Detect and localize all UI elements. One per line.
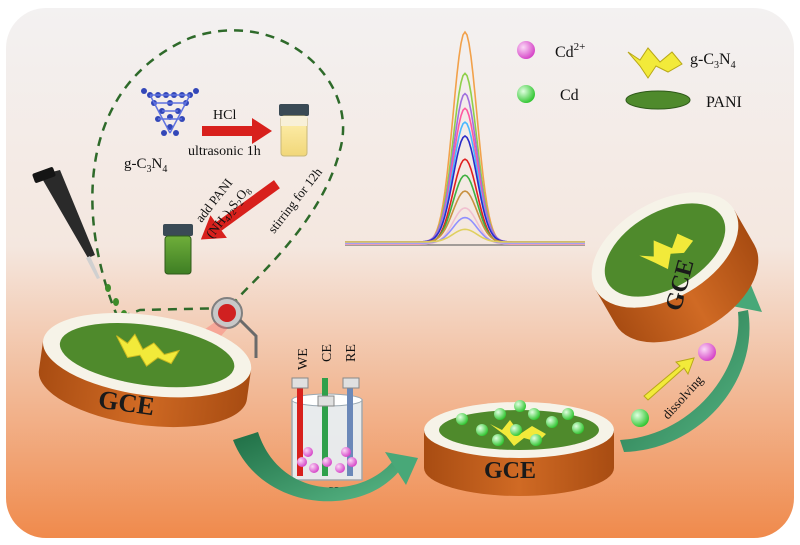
red-arrow-step2 <box>200 180 280 240</box>
legend-cd-label: Cd <box>560 87 579 104</box>
gc3n4-flake <box>116 333 181 367</box>
legend-cd-icon <box>517 85 535 103</box>
yellow-vial-icon <box>279 104 309 157</box>
droplets <box>105 284 127 318</box>
stripping-curve-10 <box>345 207 585 245</box>
teal-arrow-deposition <box>233 432 418 502</box>
re-label: RE <box>344 344 359 362</box>
cd-ball-released <box>631 409 649 427</box>
cd2-ball-released <box>698 343 716 361</box>
legend-cd2-icon <box>517 41 535 59</box>
molecule-label: g-C3N4 <box>124 156 167 175</box>
tilted-gce-electrode <box>591 192 759 343</box>
legend-cd2-label: Cd2+ <box>555 41 585 61</box>
middle-gce-label: GCE <box>484 458 536 484</box>
stripping-curve-11 <box>345 216 585 244</box>
pipette-icon <box>32 167 100 279</box>
synthesis-callout-outline <box>91 29 345 320</box>
stripping-curve-12 <box>345 228 585 243</box>
legend-gc3n4-label: g-C3N4 <box>690 51 736 71</box>
ce-label: CE <box>320 344 335 362</box>
yellow-arrow-dissolving <box>643 357 695 401</box>
middle-gce-electrode: GCE <box>424 400 614 496</box>
electrochemical-cell <box>291 377 363 481</box>
main-gce-electrode: GCE <box>38 312 252 428</box>
g-c3n4-molecule-icon <box>141 88 199 136</box>
legend: Cd2+ Cd g-C3N4 PANI <box>517 41 742 111</box>
step1-reagent: HCl <box>213 108 236 123</box>
legend-pani-label: PANI <box>706 94 742 111</box>
red-arrow-step1 <box>202 118 272 144</box>
legend-pani-icon <box>625 90 691 110</box>
we-label: WE <box>296 348 311 370</box>
step1-condition: ultrasonic 1h <box>188 144 261 159</box>
legend-gc3n4-icon <box>627 47 683 79</box>
green-vial-icon <box>163 224 193 275</box>
dpasv-curves <box>345 30 585 246</box>
